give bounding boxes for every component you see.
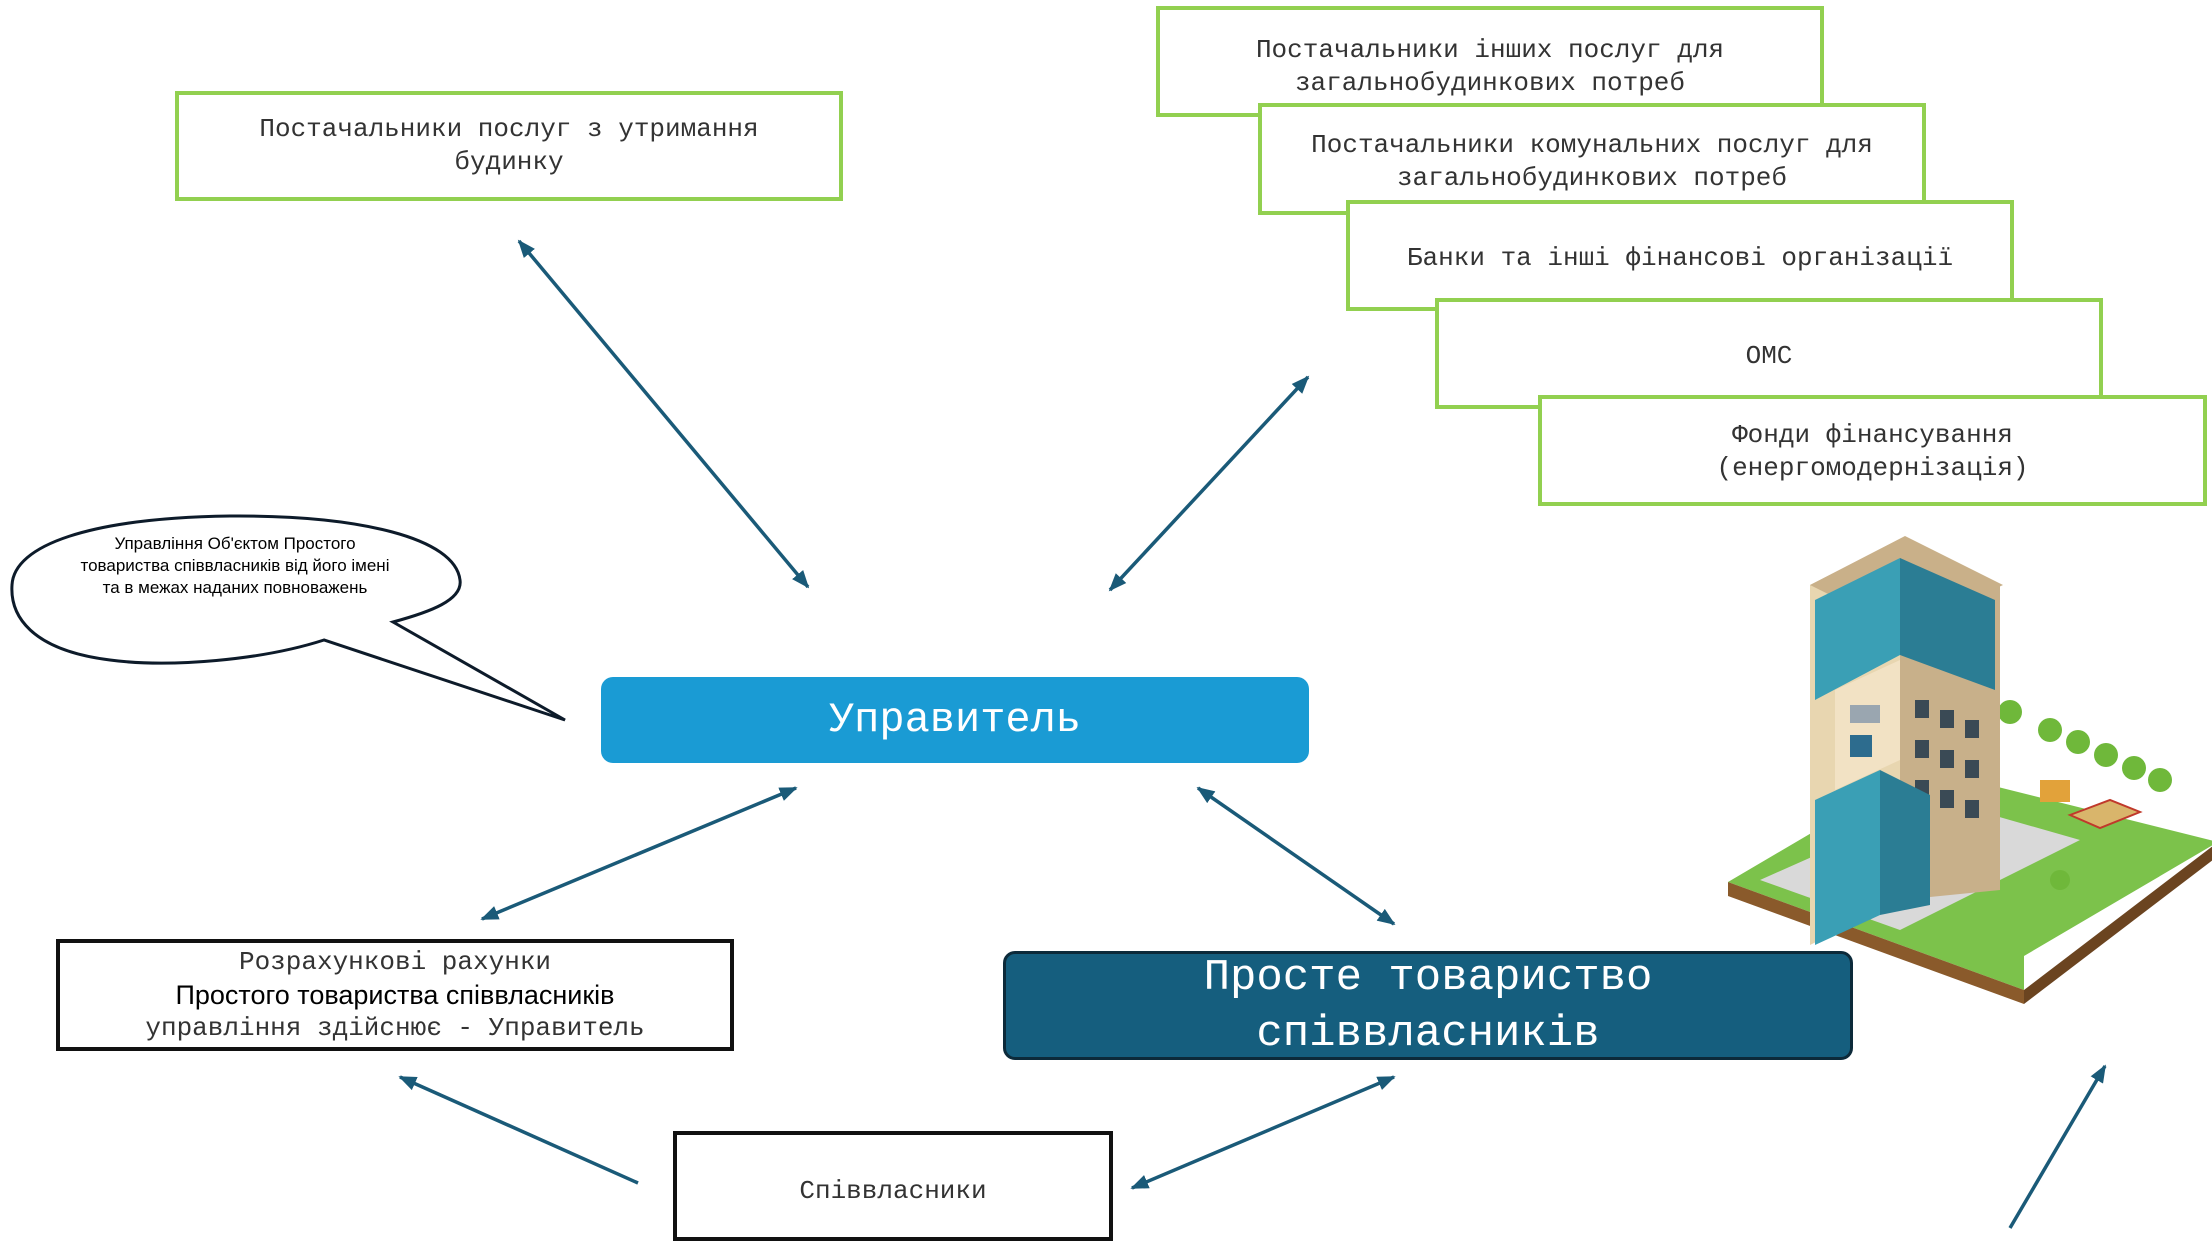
node-oms-line1: ОМС — [1745, 341, 1793, 371]
node-accounts-line2: Простого товариства співвласників — [175, 979, 615, 1010]
arrow-manager-partnership — [1196, 786, 1396, 926]
node-utility-suppliers: Постачальники комунальних послуг для заг… — [1258, 103, 1926, 215]
arrow-suppliers-manager — [1108, 375, 1310, 592]
building-illustration — [1728, 536, 2212, 1004]
node-utility-suppliers-line1: Постачальники комунальних послуг для — [1311, 130, 1873, 160]
arrow-to-building — [2008, 1064, 2107, 1229]
node-maintenance-suppliers: Постачальники послуг з утримання будинку — [175, 91, 843, 201]
node-co-owners: Співвласники — [673, 1131, 1113, 1241]
node-accounts: Розрахункові рахунки Простого товариства… — [56, 939, 734, 1051]
arrow-co-owners-partnership — [1130, 1075, 1396, 1190]
node-funds-line1: Фонди фінансування — [1732, 420, 2013, 450]
node-maintenance-suppliers-line1: Постачальники послуг з утримання — [259, 114, 759, 144]
node-accounts-line3: управління здійснює - Управитель — [145, 1012, 645, 1043]
arrow-maintenance-manager — [517, 239, 810, 589]
node-utility-suppliers-line2: загальнобудинкових потреб — [1396, 163, 1788, 193]
node-co-owners-label: Співвласники — [799, 1176, 987, 1206]
node-funds-line2: (енергомодернізація) — [1716, 453, 2029, 483]
node-partnership-line2: співвласників — [1256, 1008, 1600, 1059]
callout-shape — [10, 514, 566, 722]
node-accounts-line1: Розрахункові рахунки — [238, 946, 552, 977]
arrow-co-owners-accounts — [398, 1075, 639, 1185]
node-other-services-suppliers-line1: Постачальники інших послуг для — [1255, 35, 1725, 65]
node-partnership: Просте товариство співвласників — [1003, 951, 1853, 1060]
node-oms: ОМС — [1435, 298, 2103, 409]
arrow-manager-accounts — [480, 786, 798, 921]
node-other-services-suppliers-line2: загальнобудинкових потреб — [1294, 68, 1686, 98]
callout-text: Управління Об'єктом Простого товариства … — [80, 534, 390, 597]
node-maintenance-suppliers-line2: будинку — [454, 147, 564, 177]
node-other-services-suppliers: Постачальники інших послуг для загальноб… — [1156, 6, 1824, 117]
node-partnership-line1: Просте товариство — [1203, 952, 1653, 1003]
node-funds: Фонди фінансування (енергомодернізація) — [1538, 395, 2207, 506]
node-banks-line1: Банки та інші фінансові організації — [1406, 243, 1954, 273]
node-banks: Банки та інші фінансові організації — [1346, 200, 2014, 311]
node-manager: Управитель — [601, 677, 1309, 763]
